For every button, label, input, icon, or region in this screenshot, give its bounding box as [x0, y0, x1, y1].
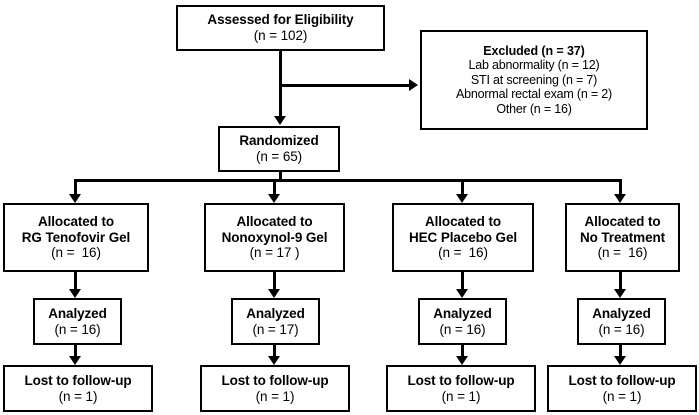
lost-arm-3-label: Lost to follow-up — [407, 372, 515, 388]
node-allocated-arm-3: Allocated to HEC Placebo Gel (n = 16) — [392, 203, 534, 272]
connector-analyzed-to-lost-arm-2 — [273, 345, 276, 359]
lost-arm-1-label: Lost to follow-up — [24, 372, 132, 388]
connector-randomized-stem — [279, 172, 282, 182]
arrow-allocated-to-analyzed-arm-2 — [268, 289, 280, 298]
connector-bus-to-arm-3 — [461, 179, 464, 197]
allocated-arm-4-count: (n = 16) — [597, 245, 648, 261]
connector-bus-to-arm-4 — [619, 179, 622, 197]
connector-allocated-to-analyzed-arm-2 — [273, 272, 276, 292]
node-analyzed-arm-3: Analyzed (n = 16) — [418, 298, 507, 345]
lost-arm-1-count: (n = 1) — [58, 388, 98, 404]
node-randomized: Randomized (n = 65) — [218, 126, 340, 172]
assessed-count: (n = 102) — [253, 28, 308, 43]
randomized-count: (n = 65) — [255, 149, 303, 164]
node-lost-to-follow-up-arm-2: Lost to follow-up (n = 1) — [200, 365, 350, 412]
randomized-heading: Randomized — [239, 133, 319, 149]
analyzed-arm-3-count: (n = 16) — [439, 321, 486, 337]
connector-allocation-bus — [74, 179, 622, 182]
connector-bus-to-arm-1 — [74, 179, 77, 197]
arrow-allocated-to-analyzed-arm-4 — [614, 289, 626, 298]
arrow-bus-to-arm-3 — [456, 194, 468, 203]
analyzed-arm-4-label: Analyzed — [592, 305, 651, 321]
allocated-arm-1-line2: RG Tenofovir Gel — [21, 229, 131, 245]
assessed-heading: Assessed for Eligibility — [207, 12, 354, 28]
excluded-reason-lab-abnormality: Lab abnormality (n = 12) — [468, 58, 600, 73]
excluded-reason-other: Other (n = 16) — [496, 101, 572, 116]
arrow-bus-to-arm-1 — [69, 194, 81, 203]
lost-arm-2-count: (n = 1) — [255, 388, 295, 404]
connector-analyzed-to-lost-arm-4 — [619, 345, 622, 359]
arrow-to-excluded — [409, 79, 418, 91]
allocated-arm-1-line1: Allocated to — [37, 214, 115, 230]
allocated-arm-2-line2: Nonoxynol-9 Gel — [221, 229, 328, 245]
analyzed-arm-1-count: (n = 16) — [54, 321, 101, 337]
lost-arm-4-count: (n = 1) — [602, 388, 642, 404]
arrow-allocated-to-analyzed-arm-1 — [69, 289, 81, 298]
excluded-heading: Excluded (n = 37) — [483, 43, 585, 58]
allocated-arm-3-line2: HEC Placebo Gel — [408, 229, 518, 245]
allocated-arm-3-line1: Allocated to — [424, 214, 502, 230]
node-allocated-arm-2: Allocated to Nonoxynol-9 Gel (n = 17 ) — [204, 203, 345, 272]
arrow-analyzed-to-lost-arm-2 — [268, 356, 280, 365]
analyzed-arm-3-label: Analyzed — [433, 305, 492, 321]
node-analyzed-arm-2: Analyzed (n = 17) — [231, 298, 320, 345]
arrow-bus-to-arm-4 — [614, 194, 626, 203]
connector-allocated-to-analyzed-arm-3 — [461, 272, 464, 292]
connector-analyzed-to-lost-arm-3 — [461, 345, 464, 359]
node-allocated-arm-1: Allocated to RG Tenofovir Gel (n = 16) — [3, 203, 149, 272]
analyzed-arm-4-count: (n = 16) — [598, 321, 645, 337]
connector-allocated-to-analyzed-arm-4 — [619, 272, 622, 292]
arrow-analyzed-to-lost-arm-4 — [614, 356, 626, 365]
analyzed-arm-2-label: Analyzed — [246, 305, 305, 321]
lost-arm-2-label: Lost to follow-up — [221, 372, 329, 388]
node-allocated-arm-4: Allocated to No Treatment (n = 16) — [565, 203, 680, 272]
allocated-arm-4-line2: No Treatment — [579, 229, 666, 245]
arrow-assessed-to-randomized — [274, 116, 286, 125]
node-lost-to-follow-up-arm-4: Lost to follow-up (n = 1) — [547, 365, 697, 412]
lost-arm-3-count: (n = 1) — [441, 388, 481, 404]
node-lost-to-follow-up-arm-1: Lost to follow-up (n = 1) — [3, 365, 153, 412]
arrow-allocated-to-analyzed-arm-3 — [456, 289, 468, 298]
allocated-arm-3-count: (n = 16) — [438, 245, 488, 261]
connector-bus-to-arm-2 — [273, 179, 276, 197]
node-lost-to-follow-up-arm-3: Lost to follow-up (n = 1) — [386, 365, 536, 412]
node-analyzed-arm-4: Analyzed (n = 16) — [577, 298, 666, 345]
allocated-arm-4-line1: Allocated to — [584, 214, 661, 230]
excluded-reason-abnormal-rectal-exam: Abnormal rectal exam (n = 2) — [456, 87, 612, 102]
analyzed-arm-2-count: (n = 17) — [252, 321, 299, 337]
allocated-arm-2-count: (n = 17 ) — [249, 245, 300, 261]
node-excluded: Excluded (n = 37) Lab abnormality (n = 1… — [420, 30, 648, 130]
node-assessed-for-eligibility: Assessed for Eligibility (n = 102) — [176, 5, 385, 51]
allocated-arm-1-count: (n = 16) — [51, 245, 101, 261]
excluded-reason-sti-at-screening: STI at screening (n = 7) — [470, 72, 598, 87]
arrow-analyzed-to-lost-arm-3 — [456, 356, 468, 365]
node-analyzed-arm-1: Analyzed (n = 16) — [33, 298, 122, 345]
analyzed-arm-1-label: Analyzed — [48, 305, 107, 321]
arrow-analyzed-to-lost-arm-1 — [69, 356, 81, 365]
connector-allocated-to-analyzed-arm-1 — [74, 272, 77, 292]
allocated-arm-2-line1: Allocated to — [236, 214, 313, 230]
connector-analyzed-to-lost-arm-1 — [74, 345, 77, 359]
lost-arm-4-label: Lost to follow-up — [568, 372, 676, 388]
arrow-bus-to-arm-2 — [268, 194, 280, 203]
connector-to-excluded — [279, 84, 411, 87]
